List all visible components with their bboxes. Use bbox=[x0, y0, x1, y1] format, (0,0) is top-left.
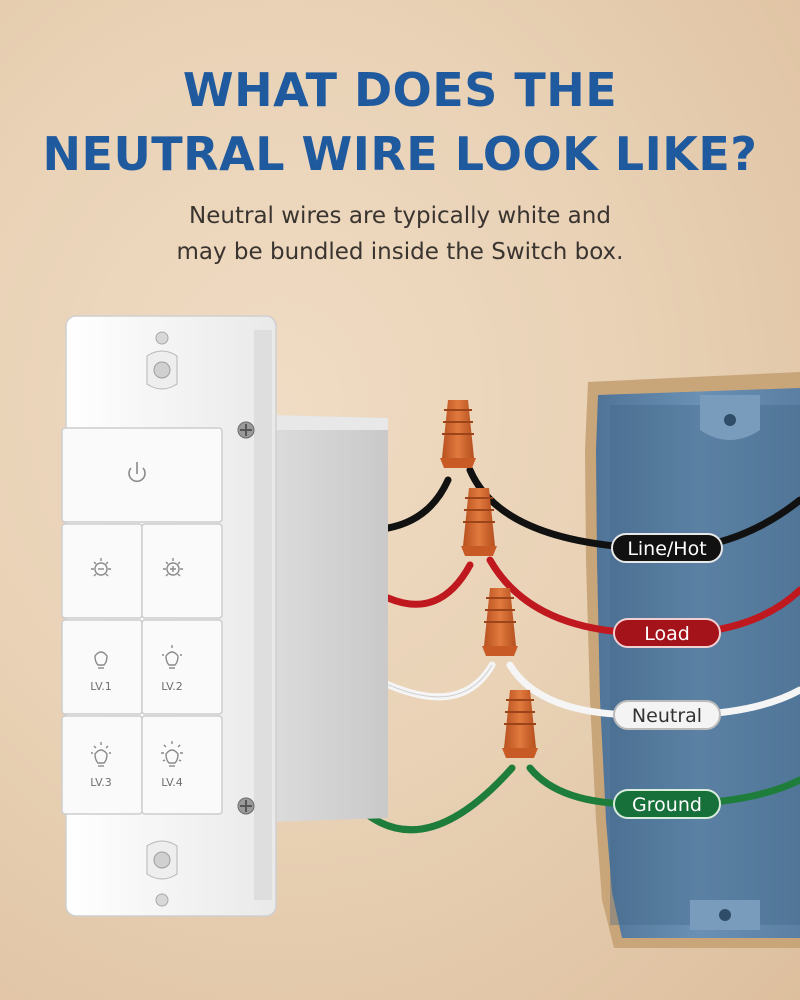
level-4-label: LV.4 bbox=[161, 776, 183, 789]
dim-down-button[interactable] bbox=[61, 523, 143, 619]
level-3-label: LV.3 bbox=[90, 776, 112, 789]
bottom-mount-hole bbox=[146, 840, 178, 907]
subtitle-line-2: may be bundled inside the Switch box. bbox=[176, 239, 624, 265]
screw-icon bbox=[237, 797, 255, 815]
bulb-level-1-icon bbox=[94, 651, 108, 669]
screw-icon bbox=[237, 421, 255, 439]
dim-up-icon bbox=[163, 558, 183, 577]
dim-up-button[interactable] bbox=[141, 523, 223, 619]
ground-label-text: Ground bbox=[632, 794, 702, 816]
wire-nuts bbox=[440, 400, 538, 758]
ground-wire bbox=[364, 764, 516, 834]
level-1-label: LV.1 bbox=[90, 680, 112, 693]
wire-nut-load bbox=[461, 488, 497, 556]
wire-nut-neutral bbox=[482, 588, 518, 656]
top-mount-hole bbox=[146, 331, 178, 390]
level-2-button[interactable]: LV.2 bbox=[141, 619, 223, 715]
level-4-button[interactable]: LV.4 bbox=[141, 715, 223, 815]
level-2-label: LV.2 bbox=[161, 680, 183, 693]
line-hot-label: Line/Hot bbox=[611, 533, 723, 563]
subtitle-line-1: Neutral wires are typically white and bbox=[189, 203, 611, 229]
power-icon bbox=[128, 462, 146, 483]
wires bbox=[364, 466, 800, 834]
line-hot-label-text: Line/Hot bbox=[627, 538, 706, 560]
switch-body bbox=[268, 415, 388, 822]
bulb-level-3-icon bbox=[91, 742, 111, 767]
load-label-text: Load bbox=[644, 623, 690, 645]
headline: WHAT DOES THE NEUTRAL WIRE LOOK LIKE? bbox=[0, 58, 800, 186]
neutral-label: Neutral bbox=[613, 700, 721, 730]
dim-down-icon bbox=[91, 558, 111, 577]
wire-nut-ground bbox=[502, 690, 538, 758]
load-wire bbox=[384, 561, 474, 608]
wire-nut-line-hot bbox=[440, 400, 476, 468]
neutral-wire bbox=[374, 661, 496, 701]
level-3-button[interactable]: LV.3 bbox=[61, 715, 143, 815]
neutral-label-text: Neutral bbox=[632, 705, 702, 727]
bulb-level-2-icon bbox=[162, 645, 182, 669]
line-hot-wire bbox=[384, 476, 452, 532]
junction-box bbox=[585, 372, 800, 948]
subtitle: Neutral wires are typically white and ma… bbox=[0, 198, 800, 270]
load-label: Load bbox=[613, 618, 721, 648]
power-button[interactable] bbox=[61, 427, 223, 523]
bulb-level-4-icon bbox=[161, 741, 183, 767]
headline-line-1: WHAT DOES THE bbox=[182, 63, 618, 117]
level-1-button[interactable]: LV.1 bbox=[61, 619, 143, 715]
switch-buttons: LV.1 LV.2 LV.3 bbox=[61, 427, 223, 815]
ground-label: Ground bbox=[613, 789, 721, 819]
wire-labels: Line/Hot Load Neutral Ground bbox=[611, 533, 723, 819]
headline-line-2: NEUTRAL WIRE LOOK LIKE? bbox=[42, 127, 758, 181]
